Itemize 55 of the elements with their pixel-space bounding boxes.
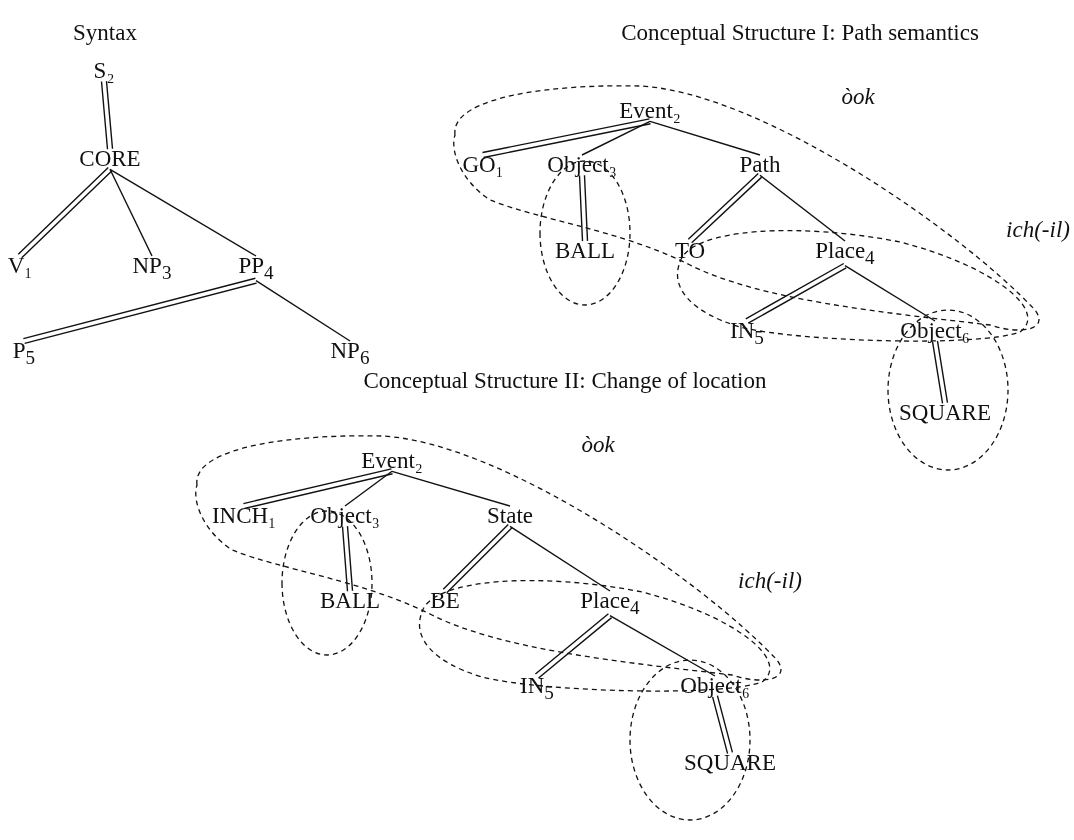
double-branch-line	[711, 694, 734, 755]
tree-node-label: Place$_{4}$	[815, 238, 875, 268]
tree-node-label: SQUARE	[899, 400, 991, 426]
tree-node-label: Object₃	[310, 503, 380, 529]
double-branch-line	[687, 172, 763, 244]
tree-node-label: Event₂	[619, 98, 681, 124]
double-branch-line	[442, 523, 513, 594]
double-branch-line	[534, 613, 613, 679]
branch-line	[109, 168, 257, 257]
tree-node-label: Place$_{4}$	[580, 588, 640, 618]
branch-line	[844, 264, 936, 322]
branch-line	[509, 525, 611, 592]
tree-node-label: BE	[430, 588, 460, 614]
panel-heading: Conceptual Structure II: Change of location	[363, 368, 767, 394]
tree-node-label: State	[487, 503, 533, 529]
double-branch-line	[242, 468, 394, 510]
branch-line	[255, 279, 351, 342]
tree-node-label: BALL	[319, 588, 381, 614]
double-branch-line	[481, 118, 652, 159]
tree-node-label: Object₆	[900, 318, 970, 344]
tree-node-label: CORE	[79, 146, 141, 172]
double-branch-line	[341, 525, 354, 592]
tree-node-label: NP$_{6}$	[330, 338, 370, 368]
tree-node-label: Event₂	[361, 448, 423, 474]
tree-node-label: Path	[739, 152, 781, 178]
tree-node-label: BALL	[554, 238, 616, 264]
double-branch-line	[931, 340, 949, 405]
tree-node-label: PP$_{4}$	[238, 253, 274, 283]
branch-line	[109, 168, 153, 257]
morpheme-label: ich(-il)	[738, 568, 802, 594]
double-branch-line	[22, 277, 258, 345]
branch-line	[391, 470, 511, 507]
morpheme-label: òok	[841, 84, 875, 110]
tree-node-label: S₂	[93, 58, 115, 84]
morpheme-label: ich(-il)	[1006, 217, 1070, 243]
tree-node-label: P$_{5}$	[12, 338, 36, 368]
branch-line	[609, 614, 716, 677]
double-branch-line	[100, 80, 114, 150]
tree-node-label: IN$_{5}$	[730, 318, 764, 348]
tree-node-label: SQUARE	[684, 750, 776, 776]
morpheme-label: òok	[581, 432, 615, 458]
tree-node-label: V₁	[7, 253, 33, 279]
tree-node-label: TO	[674, 238, 706, 264]
double-branch-line	[578, 174, 589, 242]
panel-heading: Conceptual Structure I: Path semantics	[621, 20, 979, 46]
double-branch-line	[17, 166, 113, 259]
tree-node-label: NP$_{3}$	[132, 253, 172, 283]
tree-node-label: GO₁	[462, 152, 504, 178]
branch-line	[344, 470, 393, 507]
branch-line	[759, 174, 846, 242]
tree-node-label: INCH₁	[211, 503, 277, 529]
branch-line	[649, 120, 761, 156]
panel-heading: Syntax	[73, 20, 137, 46]
double-branch-line	[745, 262, 847, 324]
branch-line	[581, 120, 651, 156]
